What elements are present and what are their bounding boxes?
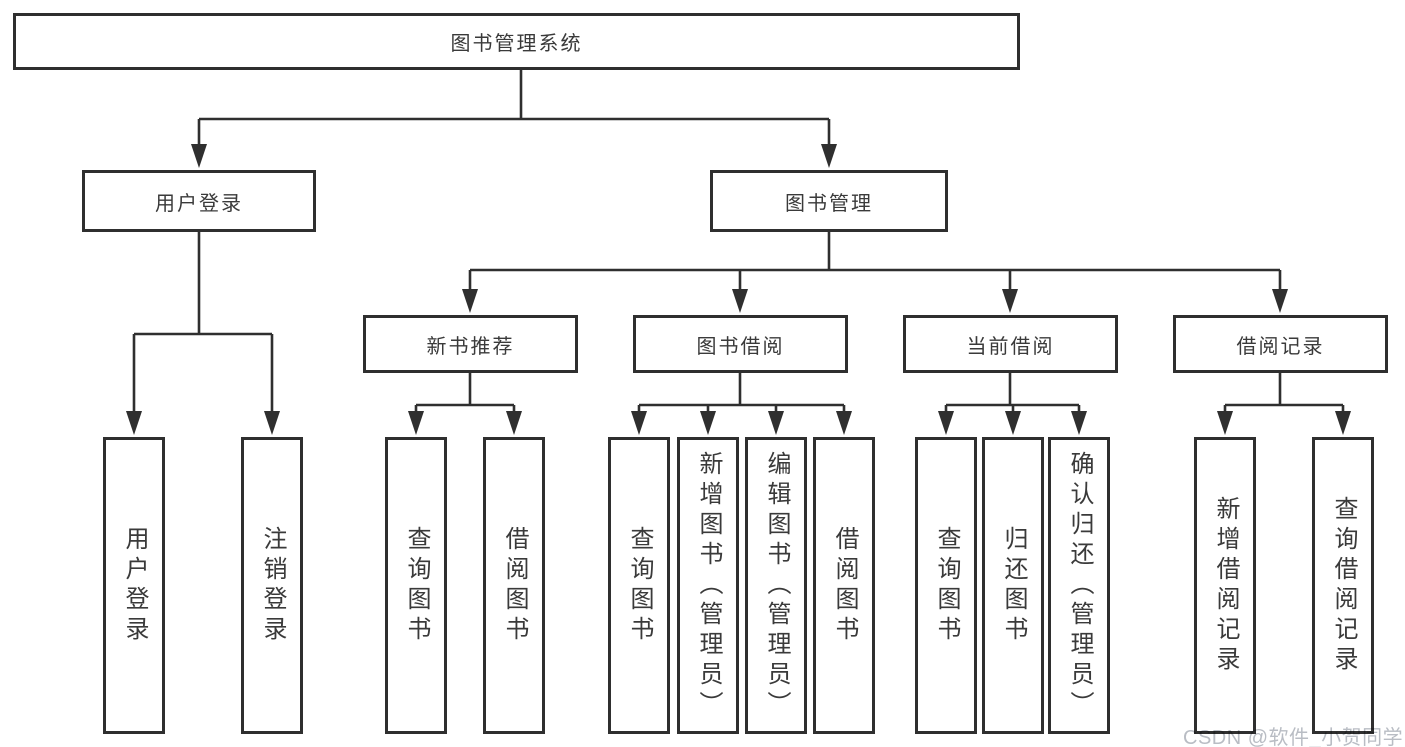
- node-root-system: 图书管理系统: [13, 13, 1020, 70]
- node-label: 新书推荐: [426, 335, 515, 358]
- leaf-query-books-borrow: 查询图书: [608, 437, 670, 734]
- node-label: 确认归还（管理员）: [1066, 450, 1093, 721]
- node-label: 查询图书: [626, 525, 653, 646]
- node-label: 当前借阅: [966, 335, 1055, 358]
- leaf-logout: 注销登录: [241, 437, 303, 734]
- node-label: 新增借阅记录: [1212, 495, 1239, 676]
- node-label: 查询图书: [933, 525, 960, 646]
- node-label: 查询借阅记录: [1330, 495, 1357, 676]
- leaf-user-login: 用户登录: [103, 437, 165, 734]
- node-book-management: 图书管理: [710, 170, 948, 232]
- node-current-borrow: 当前借阅: [903, 315, 1118, 373]
- leaf-borrow-books-recommend: 借阅图书: [483, 437, 545, 734]
- leaf-add-books-admin: 新增图书（管理员）: [677, 437, 739, 734]
- leaf-query-books-recommend: 查询图书: [385, 437, 447, 734]
- node-label: 用户登录: [121, 525, 148, 646]
- node-label: 图书借阅: [696, 335, 785, 358]
- leaf-query-borrow-record: 查询借阅记录: [1312, 437, 1374, 734]
- node-label: 归还图书: [1000, 525, 1027, 646]
- node-label: 新增图书（管理员）: [695, 450, 722, 721]
- node-user-login: 用户登录: [82, 170, 316, 232]
- csdn-watermark: CSDN @软件_小贺同学: [1183, 727, 1404, 747]
- node-book-borrow: 图书借阅: [633, 315, 848, 373]
- node-label: 用户登录: [155, 192, 243, 215]
- node-label: 查询图书: [403, 525, 430, 646]
- node-label: 图书管理系统: [450, 33, 583, 55]
- leaf-edit-books-admin: 编辑图书（管理员）: [745, 437, 807, 734]
- node-label: 注销登录: [259, 525, 286, 646]
- node-label: 编辑图书（管理员）: [763, 450, 790, 721]
- leaf-confirm-return-admin: 确认归还（管理员）: [1048, 437, 1110, 734]
- leaf-add-borrow-record: 新增借阅记录: [1194, 437, 1256, 734]
- leaf-query-books-current: 查询图书: [915, 437, 977, 734]
- node-label: 借阅图书: [831, 525, 858, 646]
- node-label: 图书管理: [785, 192, 873, 215]
- node-new-book-recommend: 新书推荐: [363, 315, 578, 373]
- arrow-down-icons: [126, 144, 1351, 435]
- node-label: 借阅记录: [1236, 335, 1325, 358]
- node-borrow-records: 借阅记录: [1173, 315, 1388, 373]
- leaf-return-books: 归还图书: [982, 437, 1044, 734]
- leaf-borrow-books: 借阅图书: [813, 437, 875, 734]
- node-label: 借阅图书: [501, 525, 528, 646]
